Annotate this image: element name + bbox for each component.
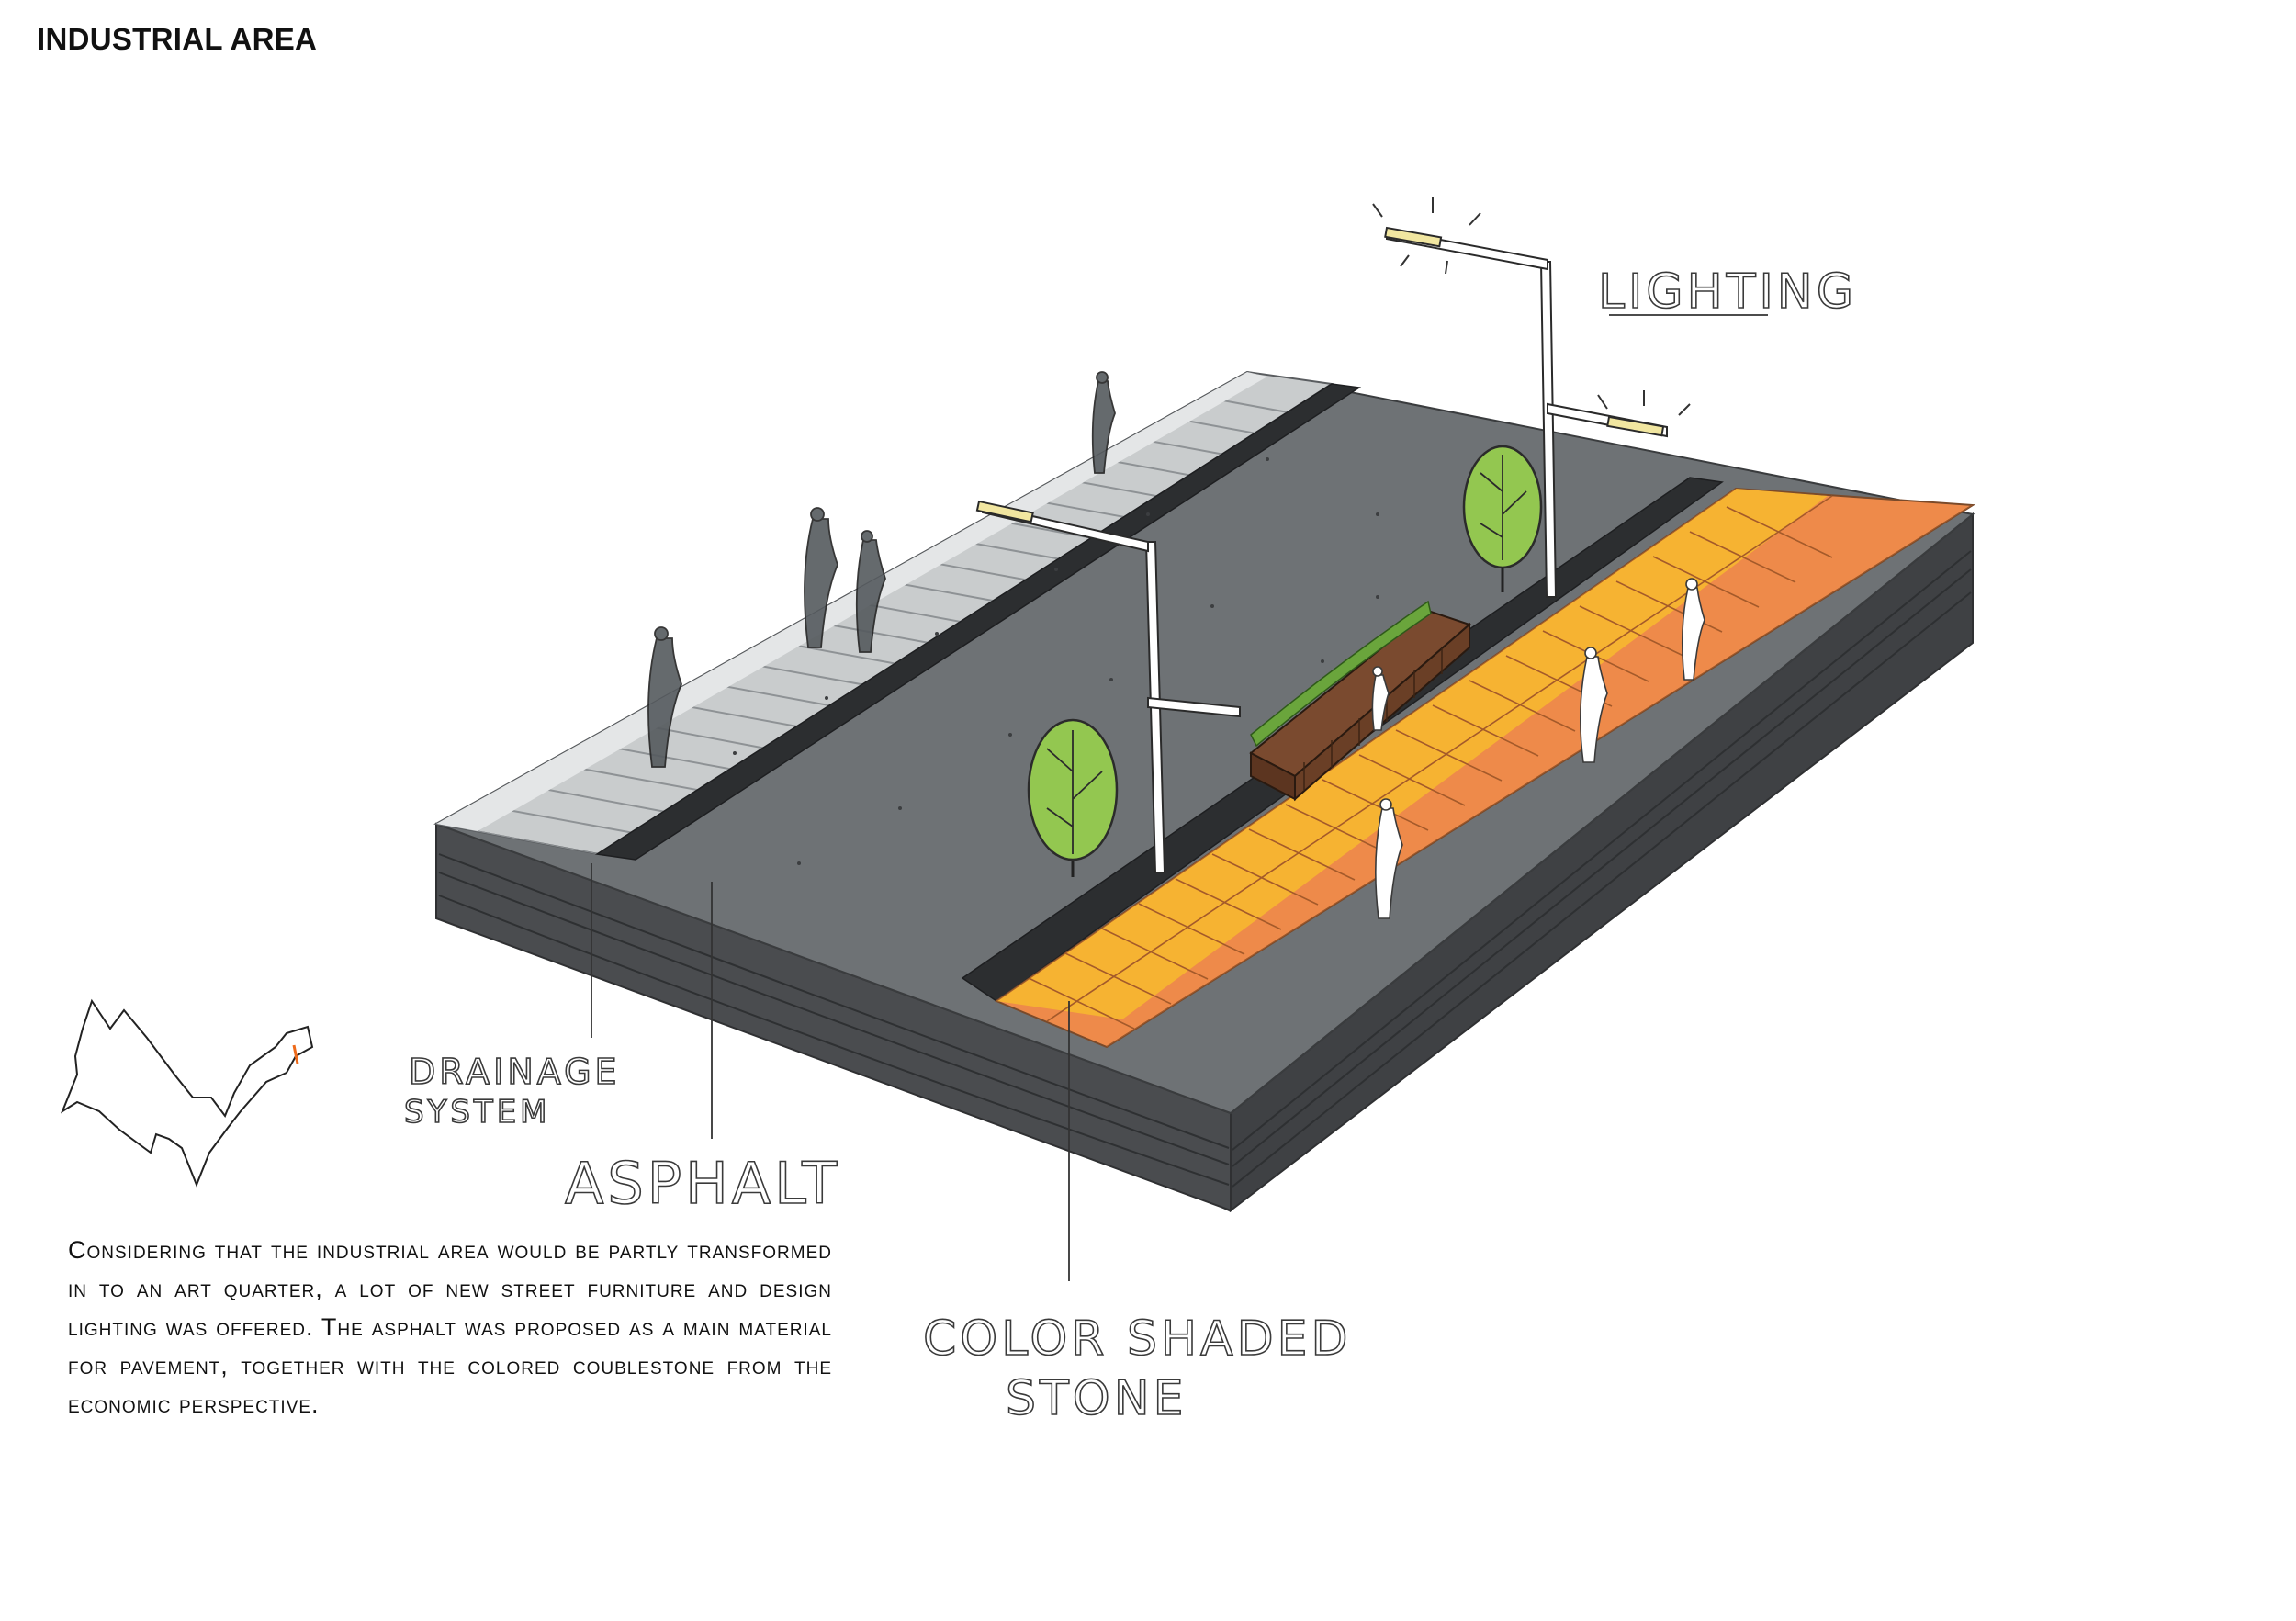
site-outline-map [60,998,314,1188]
lamp-post-left [975,500,1241,873]
label-drainage-line2: SYSTEM [404,1094,551,1131]
label-stone-line2: STONE [1006,1371,1187,1426]
tree-left [1027,718,1119,877]
drainage-strip-left [594,383,1362,861]
leader-lines [591,314,1768,1281]
label-asphalt: ASPHALT [565,1150,840,1217]
asphalt-texture [733,457,1471,865]
strata-lines [438,550,1972,1188]
pedestrians-white [1371,578,1705,919]
label-drainage-line1: DRAINAGE [409,1052,621,1092]
pedestrians-grey [647,371,1116,768]
tree-right [1462,445,1543,592]
lamp-post-right [1372,197,1691,598]
label-stone-line1: COLOR SHADED [923,1311,1352,1367]
description-paragraph: Considering that the industrial area wou… [68,1236,832,1418]
color-shaded-stone [994,487,1976,1049]
label-lighting: LIGHTING [1598,265,1857,320]
page-title: INDUSTRIAL AREA [37,22,318,56]
